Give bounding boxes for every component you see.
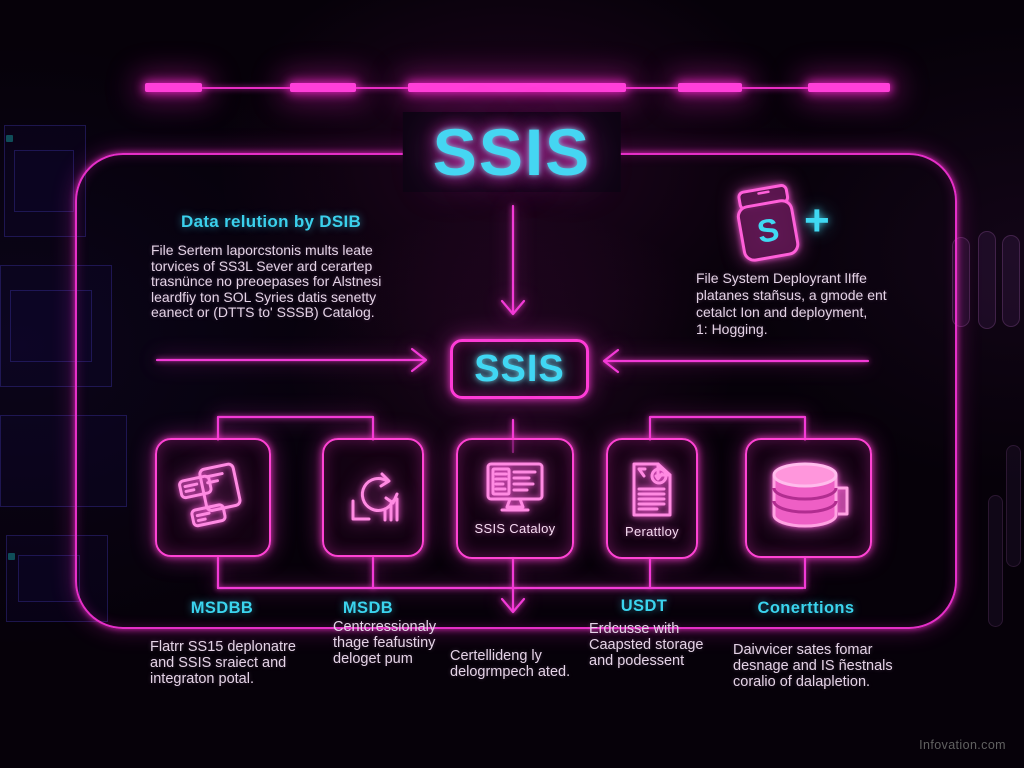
- footer-note-3: Certellideng ly delogrmpech ated.: [450, 648, 571, 680]
- ssis-center-node: SSIS: [450, 339, 589, 399]
- footer-label-conerttions: Conerttions: [757, 599, 855, 617]
- plus-icon: +: [804, 196, 830, 245]
- footer-note-4: Erdcusse with Caapsted storage and podes…: [589, 621, 704, 669]
- monitor-icon: [486, 462, 544, 512]
- database-icon: [772, 462, 848, 528]
- top-dashed-line: [0, 0, 1024, 110]
- document-icon: [632, 462, 672, 517]
- node-box-database: [745, 438, 872, 558]
- cycle-chart-icon: [351, 472, 399, 521]
- footer-note-1: Flatrr SS15 deplonatre and SSIS sraiect …: [150, 639, 296, 687]
- footer-label-usdt: USDT: [620, 597, 668, 615]
- s-cube-icon: S: [720, 174, 820, 279]
- node-box-lifecycle: [322, 438, 424, 557]
- footer-note-5: Daivvicer sates fomar desnage and IS ñes…: [733, 642, 893, 690]
- node-box-packages: [155, 438, 271, 557]
- ssis-center-label: SSIS: [474, 347, 565, 390]
- footer-label-msdb: MSDB: [342, 599, 394, 617]
- right-section-body: File System Deployrant lIffe platanes st…: [696, 270, 887, 337]
- footer-note-2: Centcressionaly thage feafustiny deloget…: [333, 619, 437, 667]
- left-section-heading: Data relution by DSIB: [181, 212, 362, 231]
- page-title: SSIS: [402, 112, 622, 192]
- footer-label-msdbb: MSDBB: [190, 599, 254, 617]
- node-box-catalog: SSIS Cataloy: [456, 438, 574, 559]
- node-box-report: Perattloy: [606, 438, 698, 559]
- stacked-cards-icon: [178, 462, 242, 527]
- node-label-catalog: SSIS Cataloy: [474, 521, 556, 536]
- title-text: SSIS: [432, 115, 592, 189]
- node-label-report: Perattloy: [624, 524, 679, 539]
- watermark: Infovation.com: [919, 738, 1006, 752]
- left-section-body: File Sertem laporcstonis mults leate tor…: [151, 242, 382, 320]
